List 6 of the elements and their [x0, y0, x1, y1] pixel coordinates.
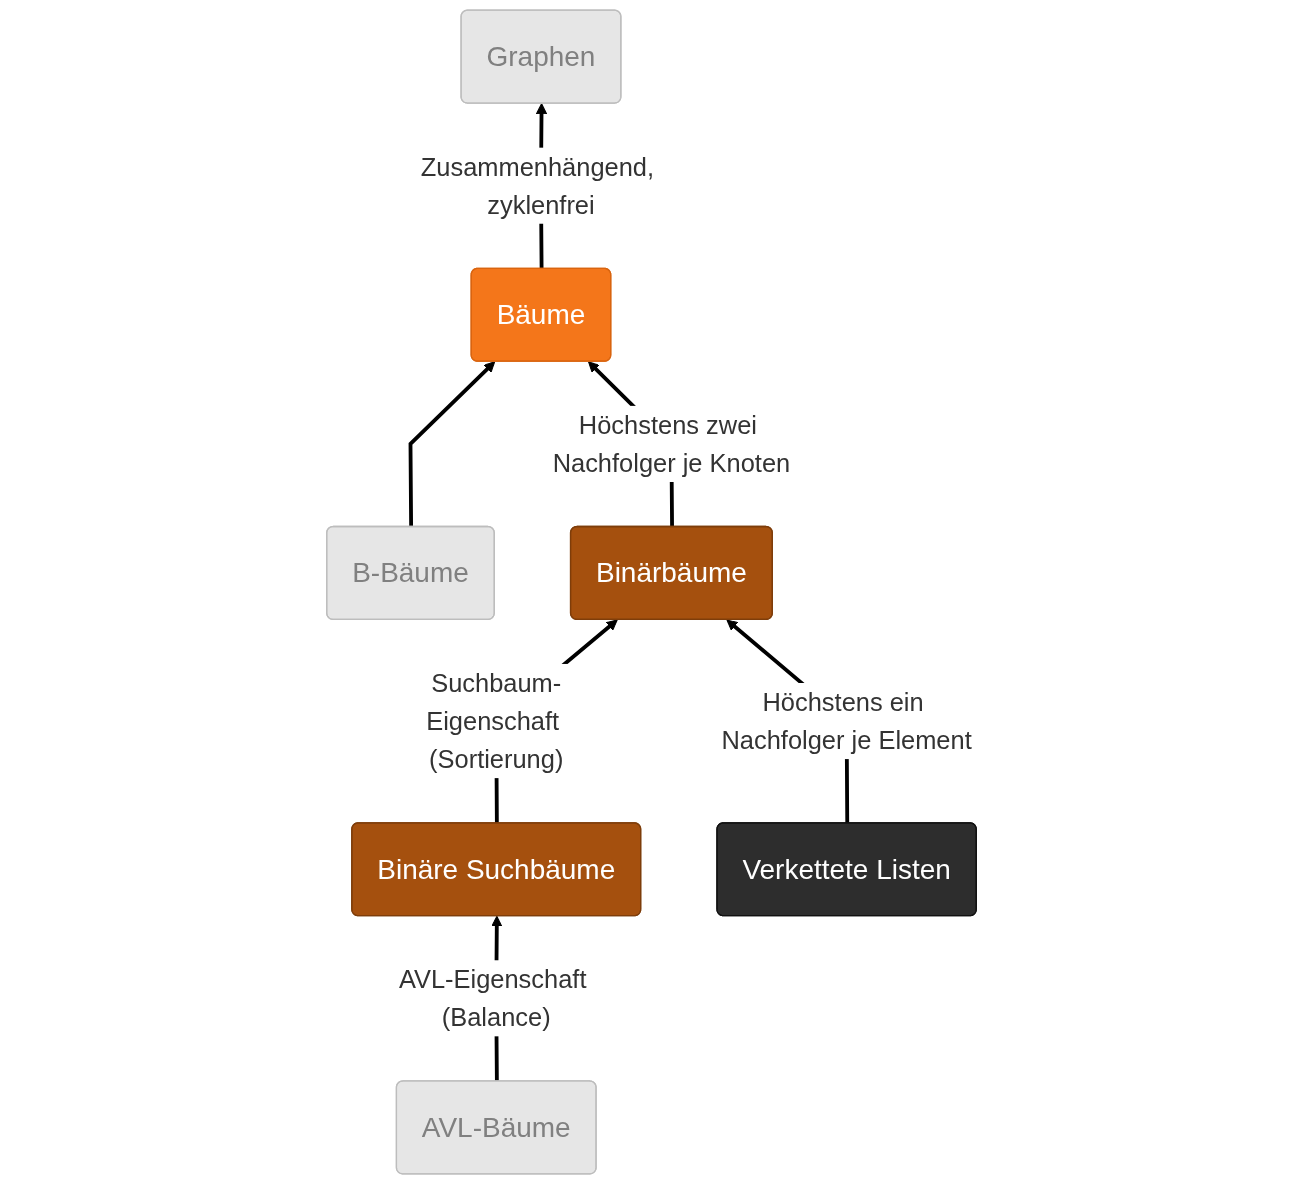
- edge-label: AVL-Eigenschaft (Balance): [398, 965, 587, 1032]
- edge-label: Höchstens zwei Nachfolger je Knoten: [552, 410, 791, 477]
- edge-label: Höchstens ein Nachfolger je Element: [721, 688, 972, 755]
- arrow: [408, 361, 496, 528]
- edge-label: Zusammenhängend, zyklenfrei: [420, 152, 655, 219]
- edge-label: Suchbaum-Eigenschaft (Sortierung): [426, 668, 564, 774]
